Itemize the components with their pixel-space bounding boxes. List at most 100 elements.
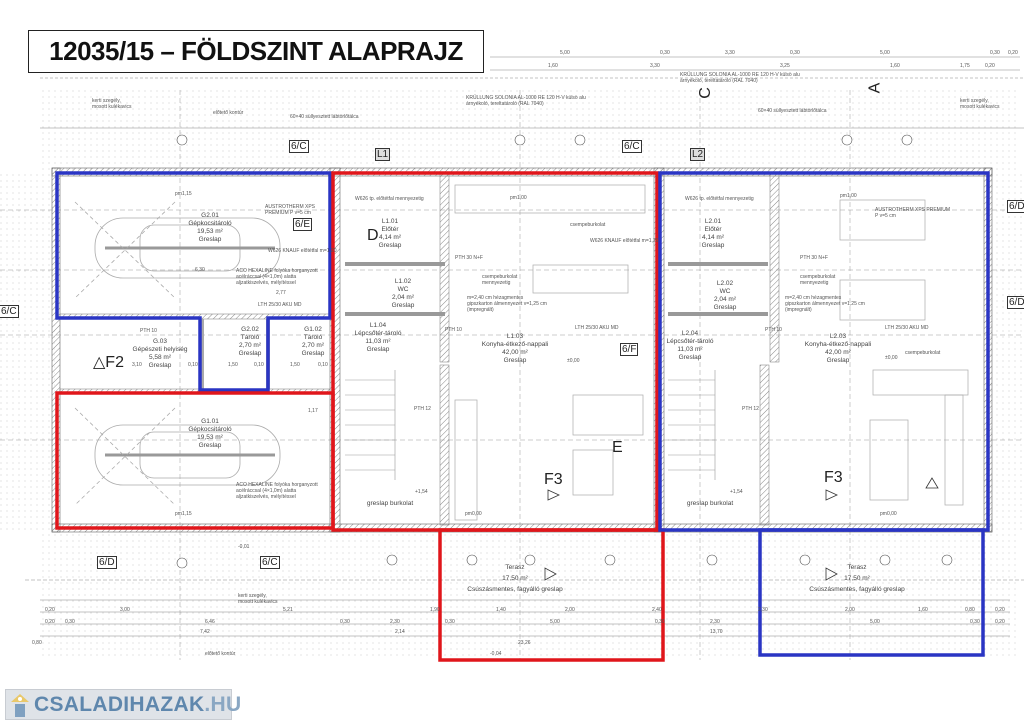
house-icon xyxy=(10,693,30,717)
dimension: 0,20 xyxy=(45,619,55,625)
unit1-garage-outline xyxy=(55,391,335,530)
dimension: 1,50 xyxy=(290,362,300,368)
note: PTH 10 xyxy=(445,327,462,333)
dimension: 0,80 xyxy=(965,607,975,613)
unit2-garage-outline xyxy=(55,171,332,392)
note: előtető kontúr xyxy=(213,110,244,116)
dimension: 0,30 xyxy=(790,50,800,56)
dimension: 2,30 xyxy=(758,607,768,613)
dimension: 3,10 xyxy=(132,362,142,368)
note: W626 tp. előtétfal mennyezetig xyxy=(355,196,424,202)
view-mark-f3: F3 xyxy=(824,469,843,486)
view-mark-e: E xyxy=(612,439,623,456)
dimension: 5,00 xyxy=(560,50,570,56)
section-tag: 6/D xyxy=(1007,296,1024,309)
dimension: 0,20 xyxy=(995,619,1005,625)
dimension: 0,30 xyxy=(990,50,1000,56)
dimension: 1,17 xyxy=(308,408,318,414)
dimension: 5,00 xyxy=(550,619,560,625)
note: PTH 12 xyxy=(414,406,431,412)
section-mark-c: C xyxy=(696,87,714,99)
dimension: 2,00 xyxy=(565,607,575,613)
note: KRÜLLUNG SOLONIA AL-1000 RE 120 H-V küls… xyxy=(466,95,586,107)
section-tag: 6/D xyxy=(1007,200,1024,213)
dimension: 1,90 xyxy=(430,607,440,613)
note: LTH 25/30 AKU MD xyxy=(575,325,619,331)
note: W626 KNAUF előtétfal m=1,20 xyxy=(590,238,659,244)
dimension: 2,40 xyxy=(652,607,662,613)
entrance-tag: L1 xyxy=(375,148,391,161)
level-note: -0,01 xyxy=(238,544,250,550)
page-title: 12035/15 – FÖLDSZINT ALAPRAJZ xyxy=(28,30,484,73)
note: greslap burkolat xyxy=(366,500,414,507)
dimension: 5,00 xyxy=(880,50,890,56)
level-note: pm1,15 xyxy=(175,191,192,197)
note: PTH 30 N+F xyxy=(455,255,483,261)
dimension: 5,21 xyxy=(283,607,293,613)
note: 60×40 süllyesztett lábtörlőtálca xyxy=(290,114,359,120)
section-tag: 6/C xyxy=(622,140,642,153)
dimension: 0,30 xyxy=(445,619,455,625)
site-logo[interactable]: CSALADIHAZAK.HU xyxy=(5,689,241,720)
note: kerti szegély, mosott kulékavics xyxy=(960,98,1000,110)
level-note: +1,54 xyxy=(415,489,428,495)
note: ACO HEXALINE folyóka horganyzott acélrác… xyxy=(236,268,318,286)
dimension: 5,00 xyxy=(870,619,880,625)
note: kerti szegély, mosott kulékavics xyxy=(92,98,132,110)
car-outlines xyxy=(74,201,281,506)
note: csempeburkolat mennyezetig xyxy=(800,274,836,286)
exterior-paving xyxy=(40,530,1020,660)
dimension: 23,26 xyxy=(518,640,531,646)
dimension: 3,00 xyxy=(120,607,130,613)
view-mark-f2: △F2 xyxy=(93,354,124,371)
note: KRÜLLUNG SOLONIA AL-1000 RE 120 H-V küls… xyxy=(680,72,800,84)
dimension: 0,20 xyxy=(1008,50,1018,56)
section-tag: 6/C xyxy=(260,556,280,569)
dimension: 1,75 xyxy=(960,63,970,69)
dimension: 0,10 xyxy=(188,362,198,368)
note: m=2,40 cm hézagmentes gipszkarton álmenn… xyxy=(467,295,547,313)
dimension-lines xyxy=(25,56,1024,637)
dimension: 2,30 xyxy=(710,619,720,625)
dimension: 7,42 xyxy=(200,629,210,635)
unit2-outline xyxy=(658,171,990,532)
note: csempeburkolat xyxy=(570,222,606,228)
note: kerti szegély, mosott kulékavics xyxy=(238,593,278,605)
level-note: ±0,00 xyxy=(567,358,580,364)
dimension: 13,70 xyxy=(710,629,723,635)
dimension: 2,77 xyxy=(276,290,286,296)
section-tag: 6/C xyxy=(289,140,309,153)
dimension: 1,50 xyxy=(228,362,238,368)
dimension: 0,20 xyxy=(995,607,1005,613)
level-note: pm1,15 xyxy=(175,511,192,517)
dimension: 0,10 xyxy=(318,362,328,368)
section-tag: 6/D xyxy=(97,556,117,569)
dimension: 0,80 xyxy=(32,640,42,646)
section-tag: 6/C xyxy=(0,305,19,318)
dimension: 0,30 xyxy=(340,619,350,625)
view-mark-f3: F3 xyxy=(544,471,563,488)
note: 60×40 süllyesztett lábtörlőtálca xyxy=(758,108,827,114)
note: csempeburkolat xyxy=(905,350,941,356)
note: W626 tp. előtétfal mennyezetig xyxy=(685,196,754,202)
level-note: ±0,00 xyxy=(885,355,898,361)
section-tag: 6/F xyxy=(620,343,639,356)
section-tag: 6/E xyxy=(293,218,313,231)
dimension: 6,46 xyxy=(205,619,215,625)
note: LTH 25/30 AKU MD xyxy=(258,302,302,308)
note: PTH 30 N+F xyxy=(800,255,828,261)
dimension: 1,60 xyxy=(890,63,900,69)
dimension: 1,60 xyxy=(918,607,928,613)
dimension: 3,30 xyxy=(650,63,660,69)
